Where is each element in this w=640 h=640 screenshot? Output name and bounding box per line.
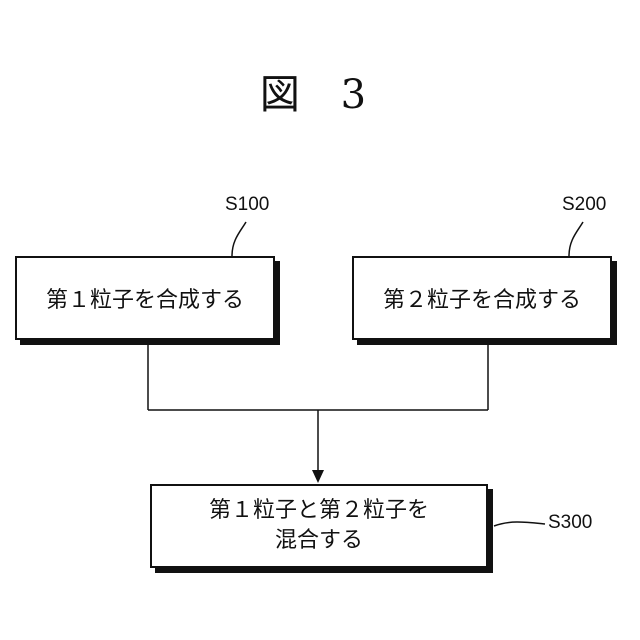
- step-label-s100: 第１粒子を合成する: [46, 282, 244, 314]
- leader-line-s300: [494, 522, 545, 526]
- arrow-head: [312, 470, 324, 483]
- leader-line-s100: [232, 222, 246, 256]
- step-ref-s100: S100: [225, 194, 269, 216]
- step-label-s300-line2: 混合する: [209, 526, 429, 556]
- step-box-s300: 第１粒子と第２粒子を 混合する: [150, 484, 488, 568]
- step-ref-s200: S200: [562, 194, 606, 216]
- step-label-s300-line1: 第１粒子と第２粒子を: [209, 496, 429, 526]
- step-label-s200: 第２粒子を合成する: [383, 282, 581, 314]
- step-ref-s300: S300: [548, 512, 592, 534]
- step-box-s200: 第２粒子を合成する: [352, 256, 612, 340]
- step-box-s100: 第１粒子を合成する: [15, 256, 275, 340]
- leader-line-s200: [569, 222, 583, 256]
